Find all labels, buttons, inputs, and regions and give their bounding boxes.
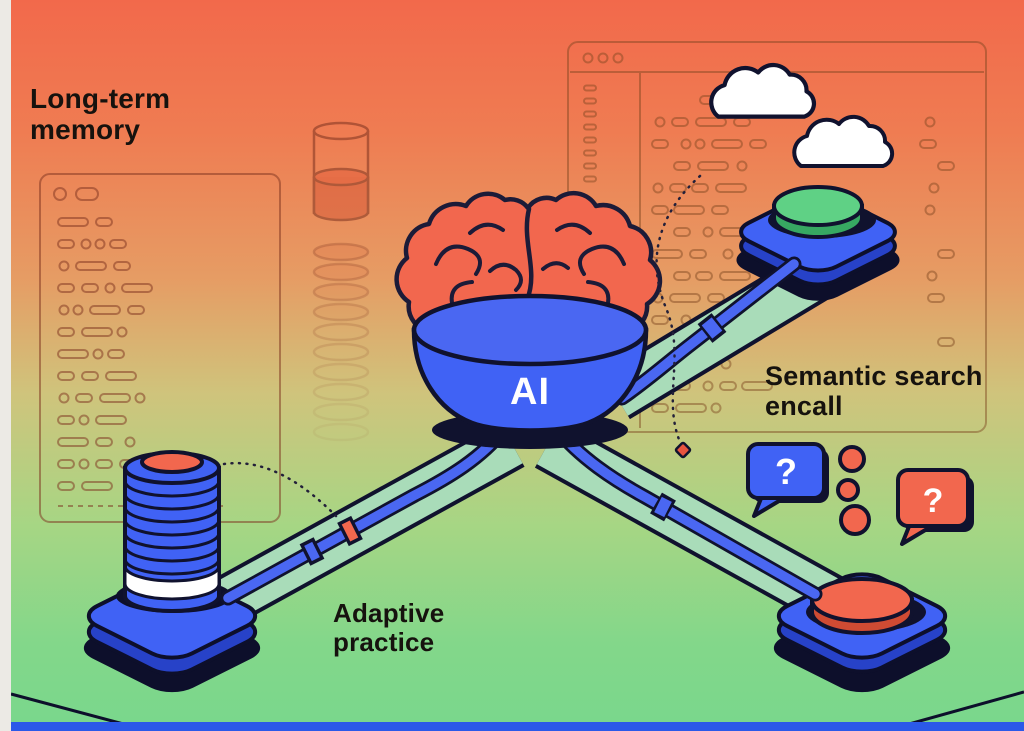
disc-stack-icon [116,450,232,613]
question-dots [836,445,871,536]
question-mark: ? [923,482,944,520]
code-minimap [583,84,597,183]
bottom-bar [10,722,1024,731]
speech-bubble-blue: ? [746,442,829,518]
left-edge-strip [0,0,11,731]
semantic-search-label: Semantic search encall [765,361,983,421]
coral-button-icon [806,577,926,635]
question-mark: ? [775,451,797,492]
link-node [674,441,692,459]
ai-core: AI [394,190,663,449]
speech-bubble-coral: ? [896,468,974,546]
ai-label: AI [510,371,550,413]
cloud-icon [711,65,895,168]
dashed-link-left [222,461,338,518]
green-button-icon [768,185,876,239]
long-term-memory-label: Long-term memory [30,83,171,145]
dashed-link-right [655,174,702,459]
adaptive-practice-label: Adaptive practice [333,598,445,657]
pipe-connectors [299,313,727,566]
beaker-icon [312,121,370,442]
pipe-upper-right [614,256,802,406]
ai-pedestal: AI [411,293,649,433]
